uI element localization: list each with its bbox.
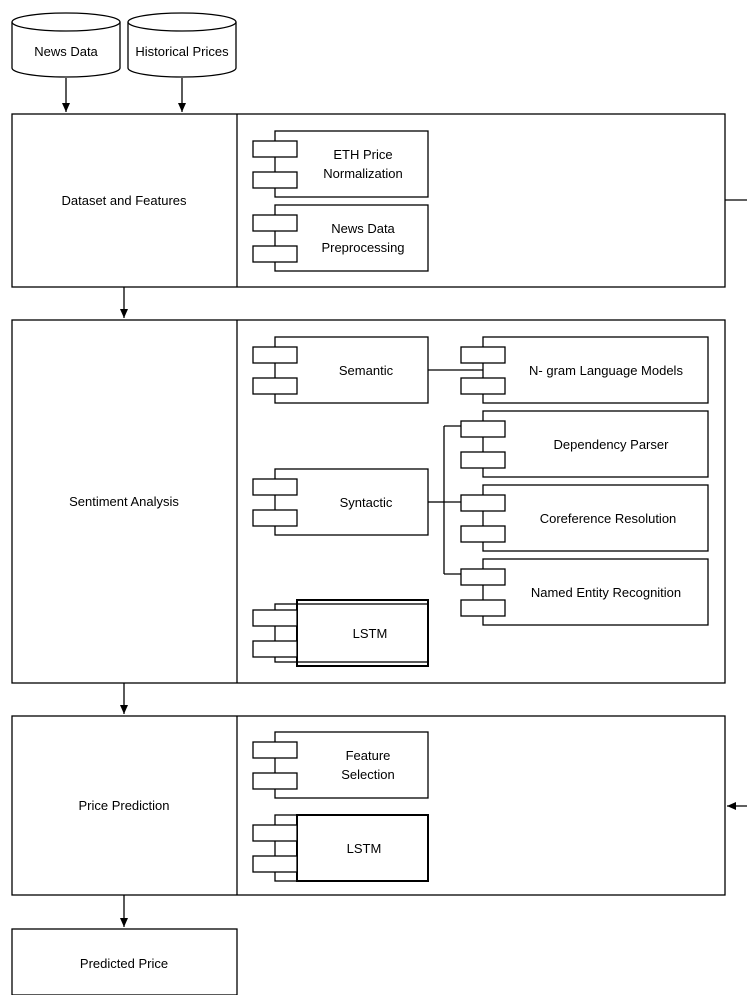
eth-price-normalization-line2: Normalization	[323, 166, 402, 181]
news-data-label: News Data	[34, 44, 98, 59]
dependency-parser-label: Dependency Parser	[554, 437, 670, 452]
dataset-features-stage: Dataset and Features ETH Price Normaliza…	[11, 113, 726, 288]
dependency-parser-component: Dependency Parser	[460, 410, 709, 478]
eth-price-normalization-line1: ETH Price	[333, 147, 392, 162]
news-data-preprocessing-line2: Preprocessing	[321, 240, 404, 255]
sentiment-analysis-stage: Sentiment Analysis Semantic N- gram Lang…	[11, 319, 726, 684]
price-prediction-title: Price Prediction	[78, 798, 169, 813]
news-data-preprocessing-component: News Data Preprocessing	[252, 204, 429, 272]
sentiment-lstm-label: LSTM	[353, 626, 388, 641]
price-prediction-stage: Price Prediction Feature Selection LSTM	[11, 715, 726, 896]
semantic-label: Semantic	[339, 363, 394, 378]
ngram-language-models-label: N- gram Language Models	[529, 363, 683, 378]
sentiment-lstm-component: LSTM	[252, 599, 429, 667]
predicted-price-title: Predicted Price	[80, 956, 168, 971]
coreference-resolution-label: Coreference Resolution	[540, 511, 677, 526]
prediction-lstm-label: LSTM	[347, 841, 382, 856]
feature-selection-line2: Selection	[341, 767, 394, 782]
dataset-features-title: Dataset and Features	[61, 193, 187, 208]
syntactic-label: Syntactic	[340, 495, 393, 510]
predicted-price-stage: Predicted Price	[11, 928, 238, 995]
historical-prices-label: Historical Prices	[135, 44, 229, 59]
semantic-component: Semantic	[252, 336, 429, 404]
feature-selection-component: Feature Selection	[252, 731, 429, 799]
prediction-lstm-component: LSTM	[252, 814, 429, 882]
named-entity-recognition-label: Named Entity Recognition	[531, 585, 681, 600]
sentiment-analysis-title: Sentiment Analysis	[69, 494, 179, 509]
historical-prices-database-icon: Historical Prices	[127, 12, 237, 78]
news-data-database-icon: News Data	[11, 12, 121, 78]
eth-price-normalization-component: ETH Price Normalization	[252, 130, 429, 198]
named-entity-recognition-component: Named Entity Recognition	[460, 558, 709, 626]
feature-selection-line1: Feature	[346, 748, 391, 763]
ngram-language-models-component: N- gram Language Models	[460, 336, 709, 404]
syntactic-component: Syntactic	[252, 468, 429, 536]
coreference-resolution-component: Coreference Resolution	[460, 484, 709, 552]
news-data-preprocessing-line1: News Data	[331, 221, 395, 236]
